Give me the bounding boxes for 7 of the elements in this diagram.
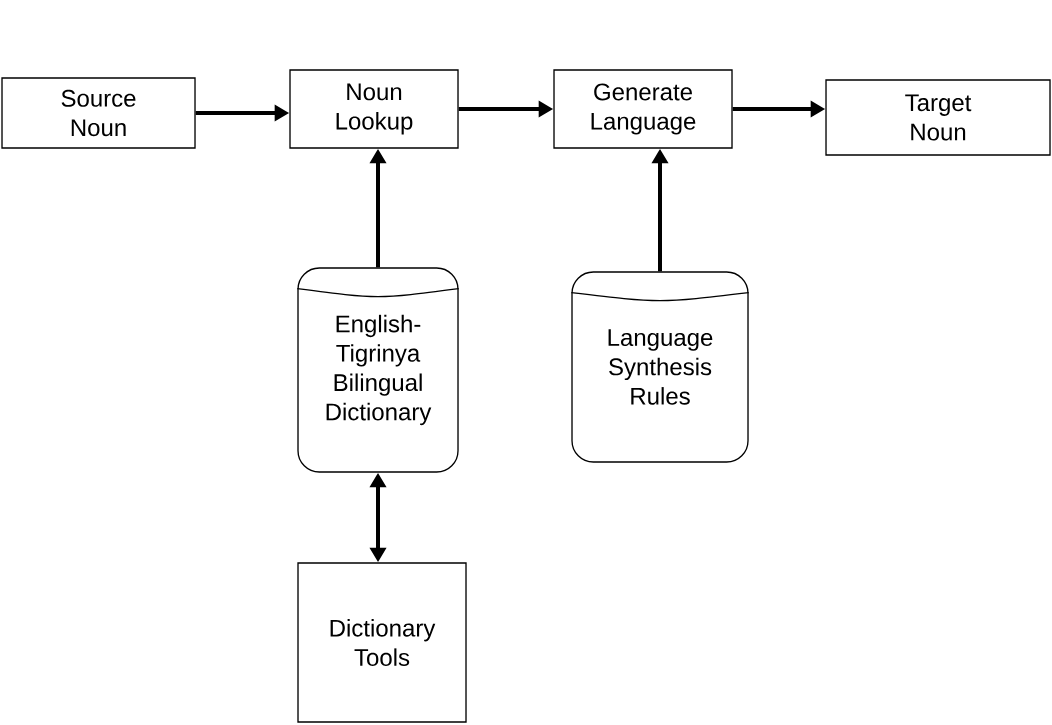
process-box: Noun Lookup — [289, 69, 459, 149]
data-store: Language Synthesis Rules — [570, 271, 750, 463]
process-box: Target Noun — [825, 79, 1051, 156]
process-box: Dictionary Tools — [297, 562, 467, 723]
process-box: Source Noun — [1, 77, 196, 149]
data-store: English-Tigrinya Bilingual Dictionary — [296, 267, 460, 473]
process-box: Generate Language — [553, 69, 733, 149]
